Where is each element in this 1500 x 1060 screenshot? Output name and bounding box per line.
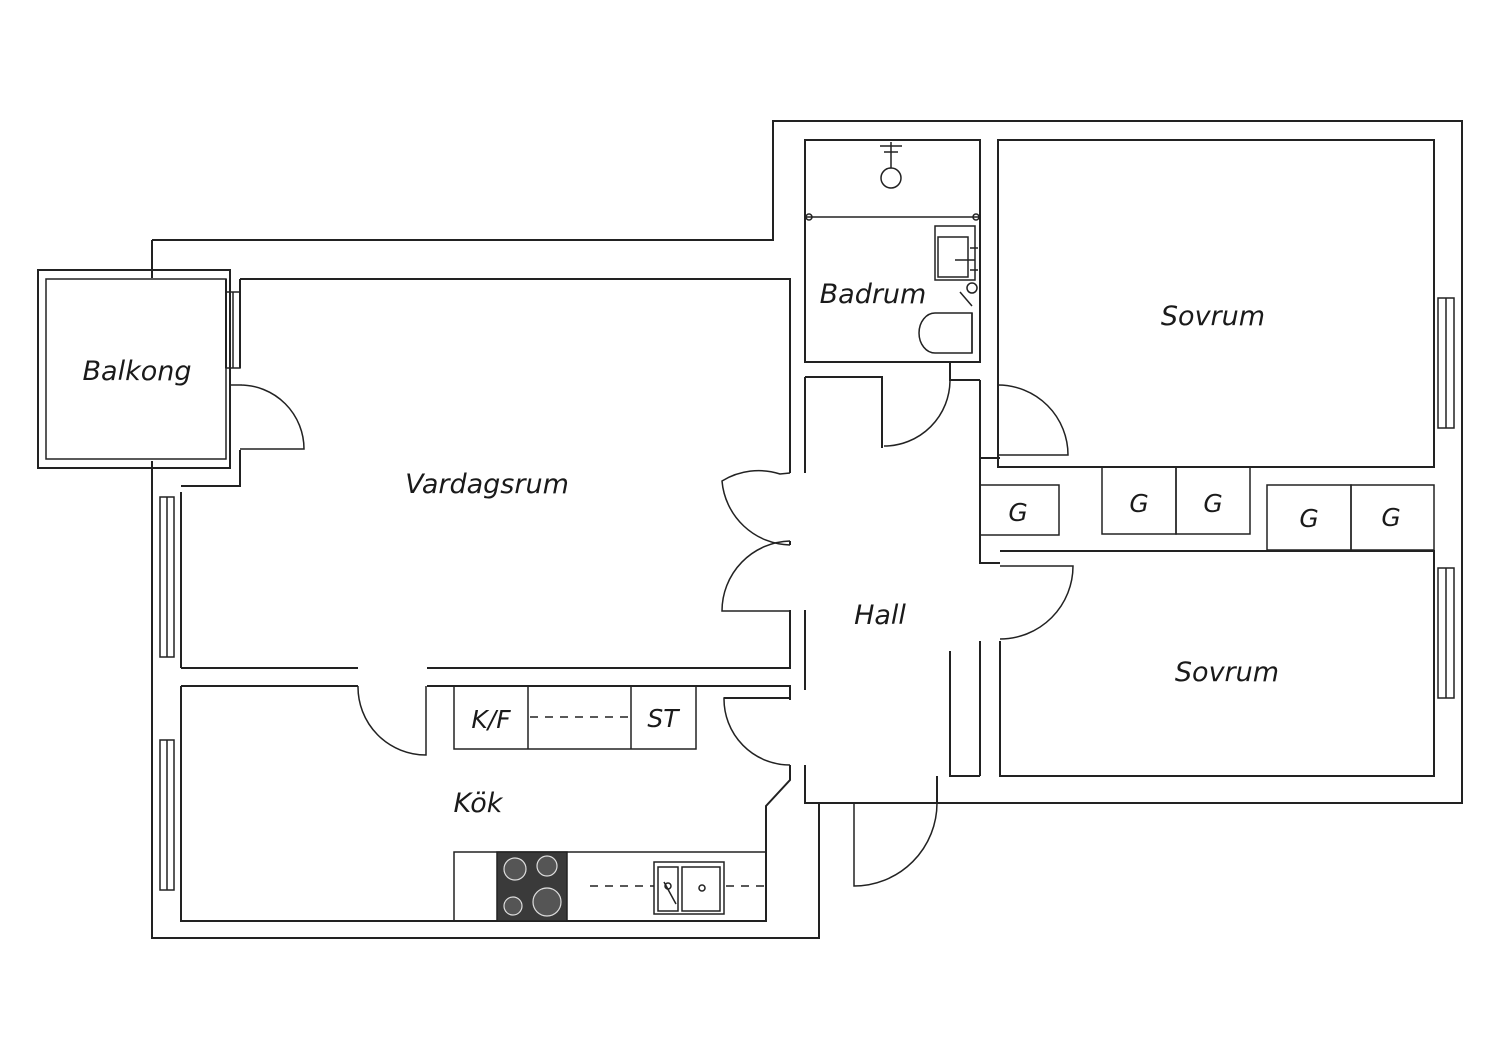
- wardrobe-label: G: [1299, 504, 1318, 533]
- room-label-kok: Kök: [454, 788, 504, 819]
- wardrobe-label: G: [1129, 489, 1148, 518]
- hall-walls: [789, 610, 980, 804]
- room-label-badrum: Badrum: [820, 279, 927, 310]
- room-label-hall: Hall: [854, 600, 906, 631]
- wardrobe-label: G: [1008, 498, 1027, 527]
- windows: [159, 291, 1455, 891]
- bedroom-bottom-walls: [979, 550, 1435, 777]
- kitchen-walls: [180, 685, 791, 922]
- sink-icon: [934, 225, 978, 281]
- shower-drain-icon: [880, 167, 902, 189]
- wardrobe-band: [979, 458, 1435, 564]
- room-label-balkong: Balkong: [83, 356, 192, 387]
- wardrobe-label: G: [1203, 489, 1222, 518]
- toilet-icon: [918, 282, 978, 354]
- wardrobe-label: G: [1381, 503, 1400, 532]
- bathroom: [804, 139, 981, 381]
- room-label-vardagsrum: Vardagsrum: [405, 469, 569, 500]
- storage-label: ST: [647, 704, 680, 733]
- doors: [230, 379, 1074, 887]
- stove-icon: [496, 851, 568, 922]
- fridge-freezer-label: K/F: [471, 705, 511, 734]
- kitchen-sink-icon: [653, 861, 725, 915]
- room-label-sovrum-bottom: Sovrum: [1175, 657, 1279, 688]
- room-label-sovrum-top: Sovrum: [1161, 301, 1265, 332]
- outer-walls: [151, 120, 1463, 939]
